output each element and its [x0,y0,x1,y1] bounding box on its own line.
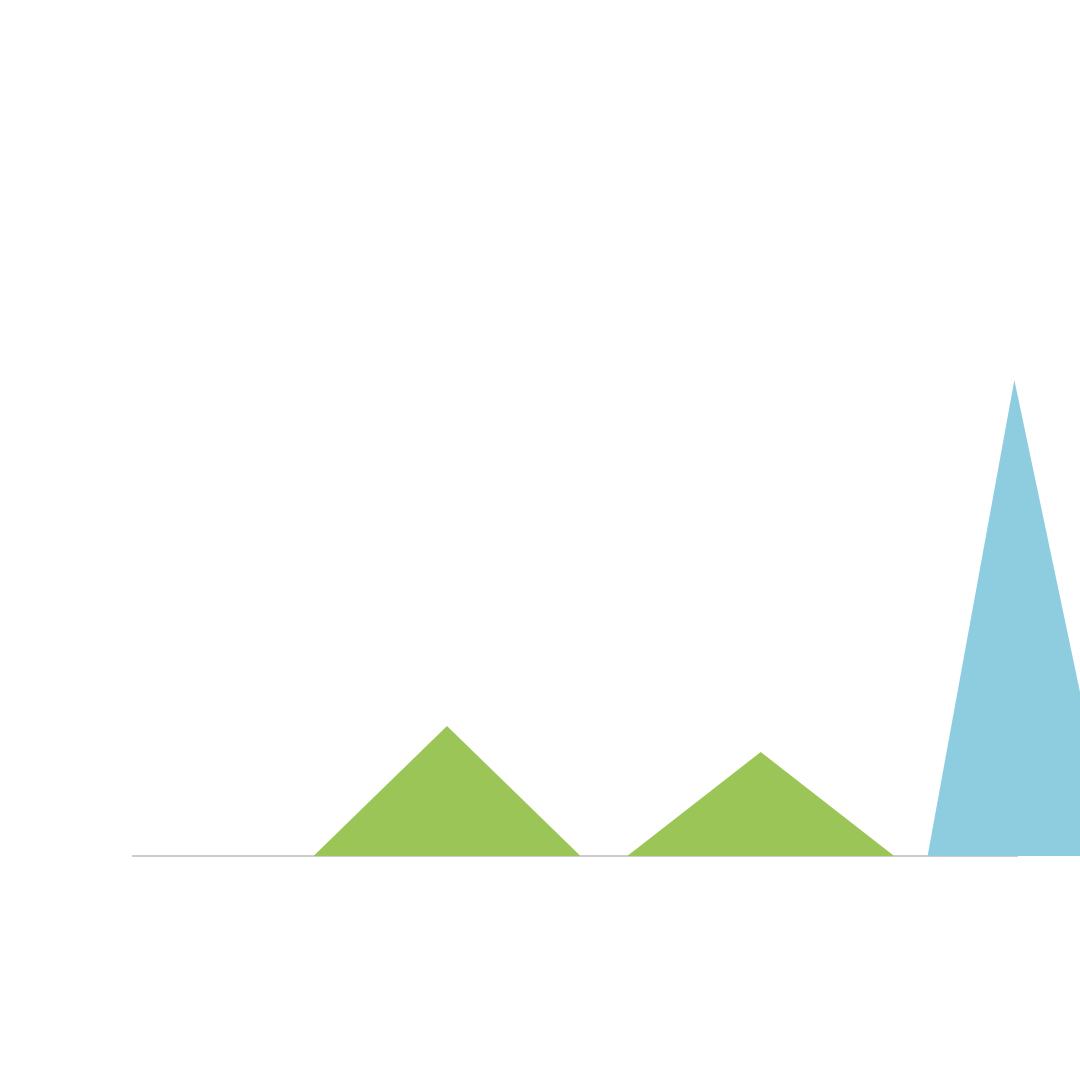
area-peak-s1-p0 [927,380,1080,856]
area-peak-s0-p0 [313,726,581,856]
area-peak-s0-p1 [627,752,895,856]
